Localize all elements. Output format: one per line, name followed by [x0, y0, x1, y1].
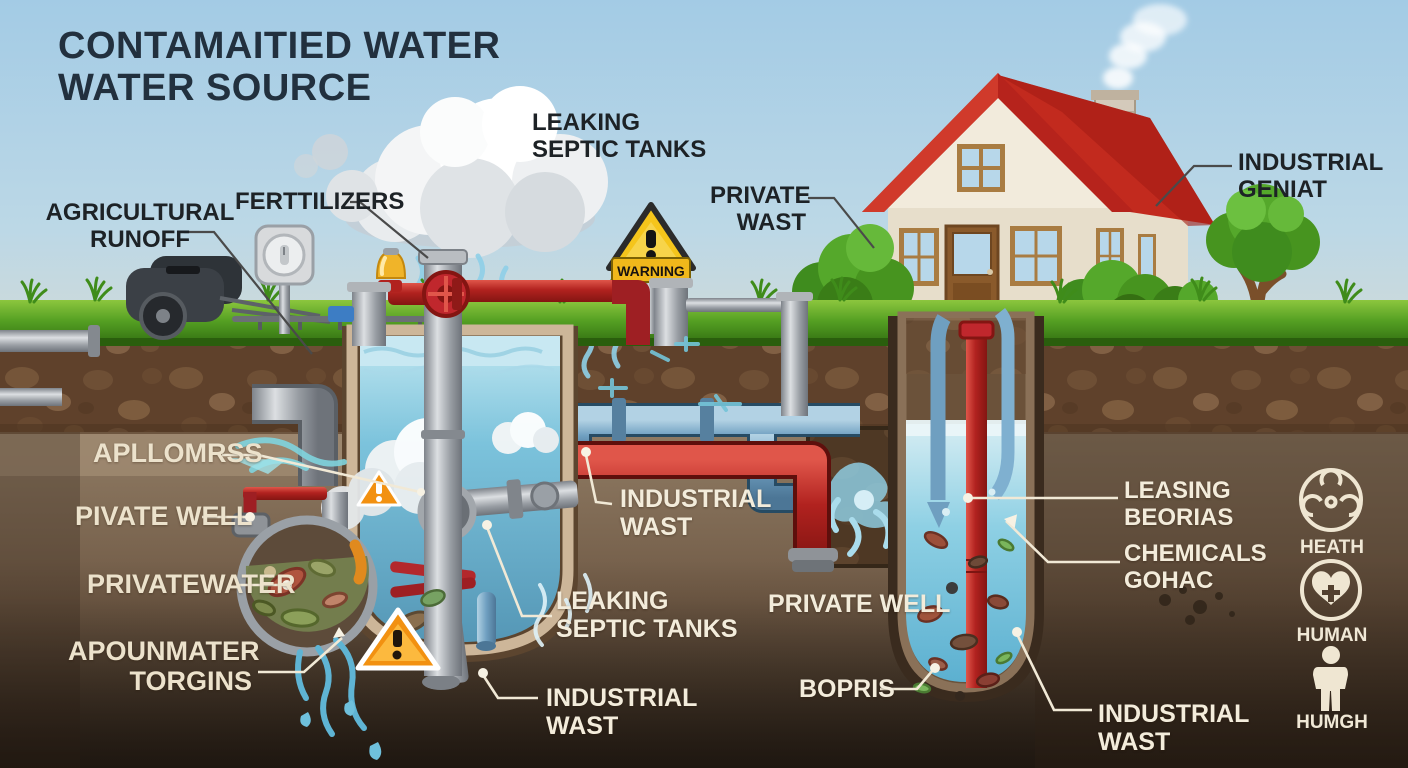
leader-lines-underground — [202, 453, 1120, 712]
surface-fixture-specks — [598, 336, 742, 412]
leader-dots — [245, 447, 1022, 678]
warning-sign: WARNING — [606, 202, 696, 334]
label-human: HUMAN — [1296, 625, 1368, 646]
person-icon — [1313, 646, 1348, 711]
rain-cloud — [294, 86, 608, 258]
label-heath: HEATH — [1299, 537, 1365, 558]
buried-waste-pit — [806, 426, 910, 568]
heart-icon — [1300, 559, 1362, 621]
underground-soil — [0, 430, 1408, 768]
fertilizer-gauge — [254, 224, 315, 334]
agricultural-machine — [126, 256, 447, 340]
underground-warning-triangle — [355, 607, 441, 671]
soil-contaminant-specks — [1159, 586, 1235, 625]
label-humgh: HUMGH — [1296, 712, 1368, 733]
leader-lines-surface — [184, 164, 1232, 355]
page-title: CONTAMAITIED WATER WATER SOURCE — [58, 25, 501, 109]
tree-right — [1206, 184, 1320, 327]
biohazard-icon — [1299, 468, 1363, 532]
warning-sign-text: WARNING — [617, 263, 685, 279]
